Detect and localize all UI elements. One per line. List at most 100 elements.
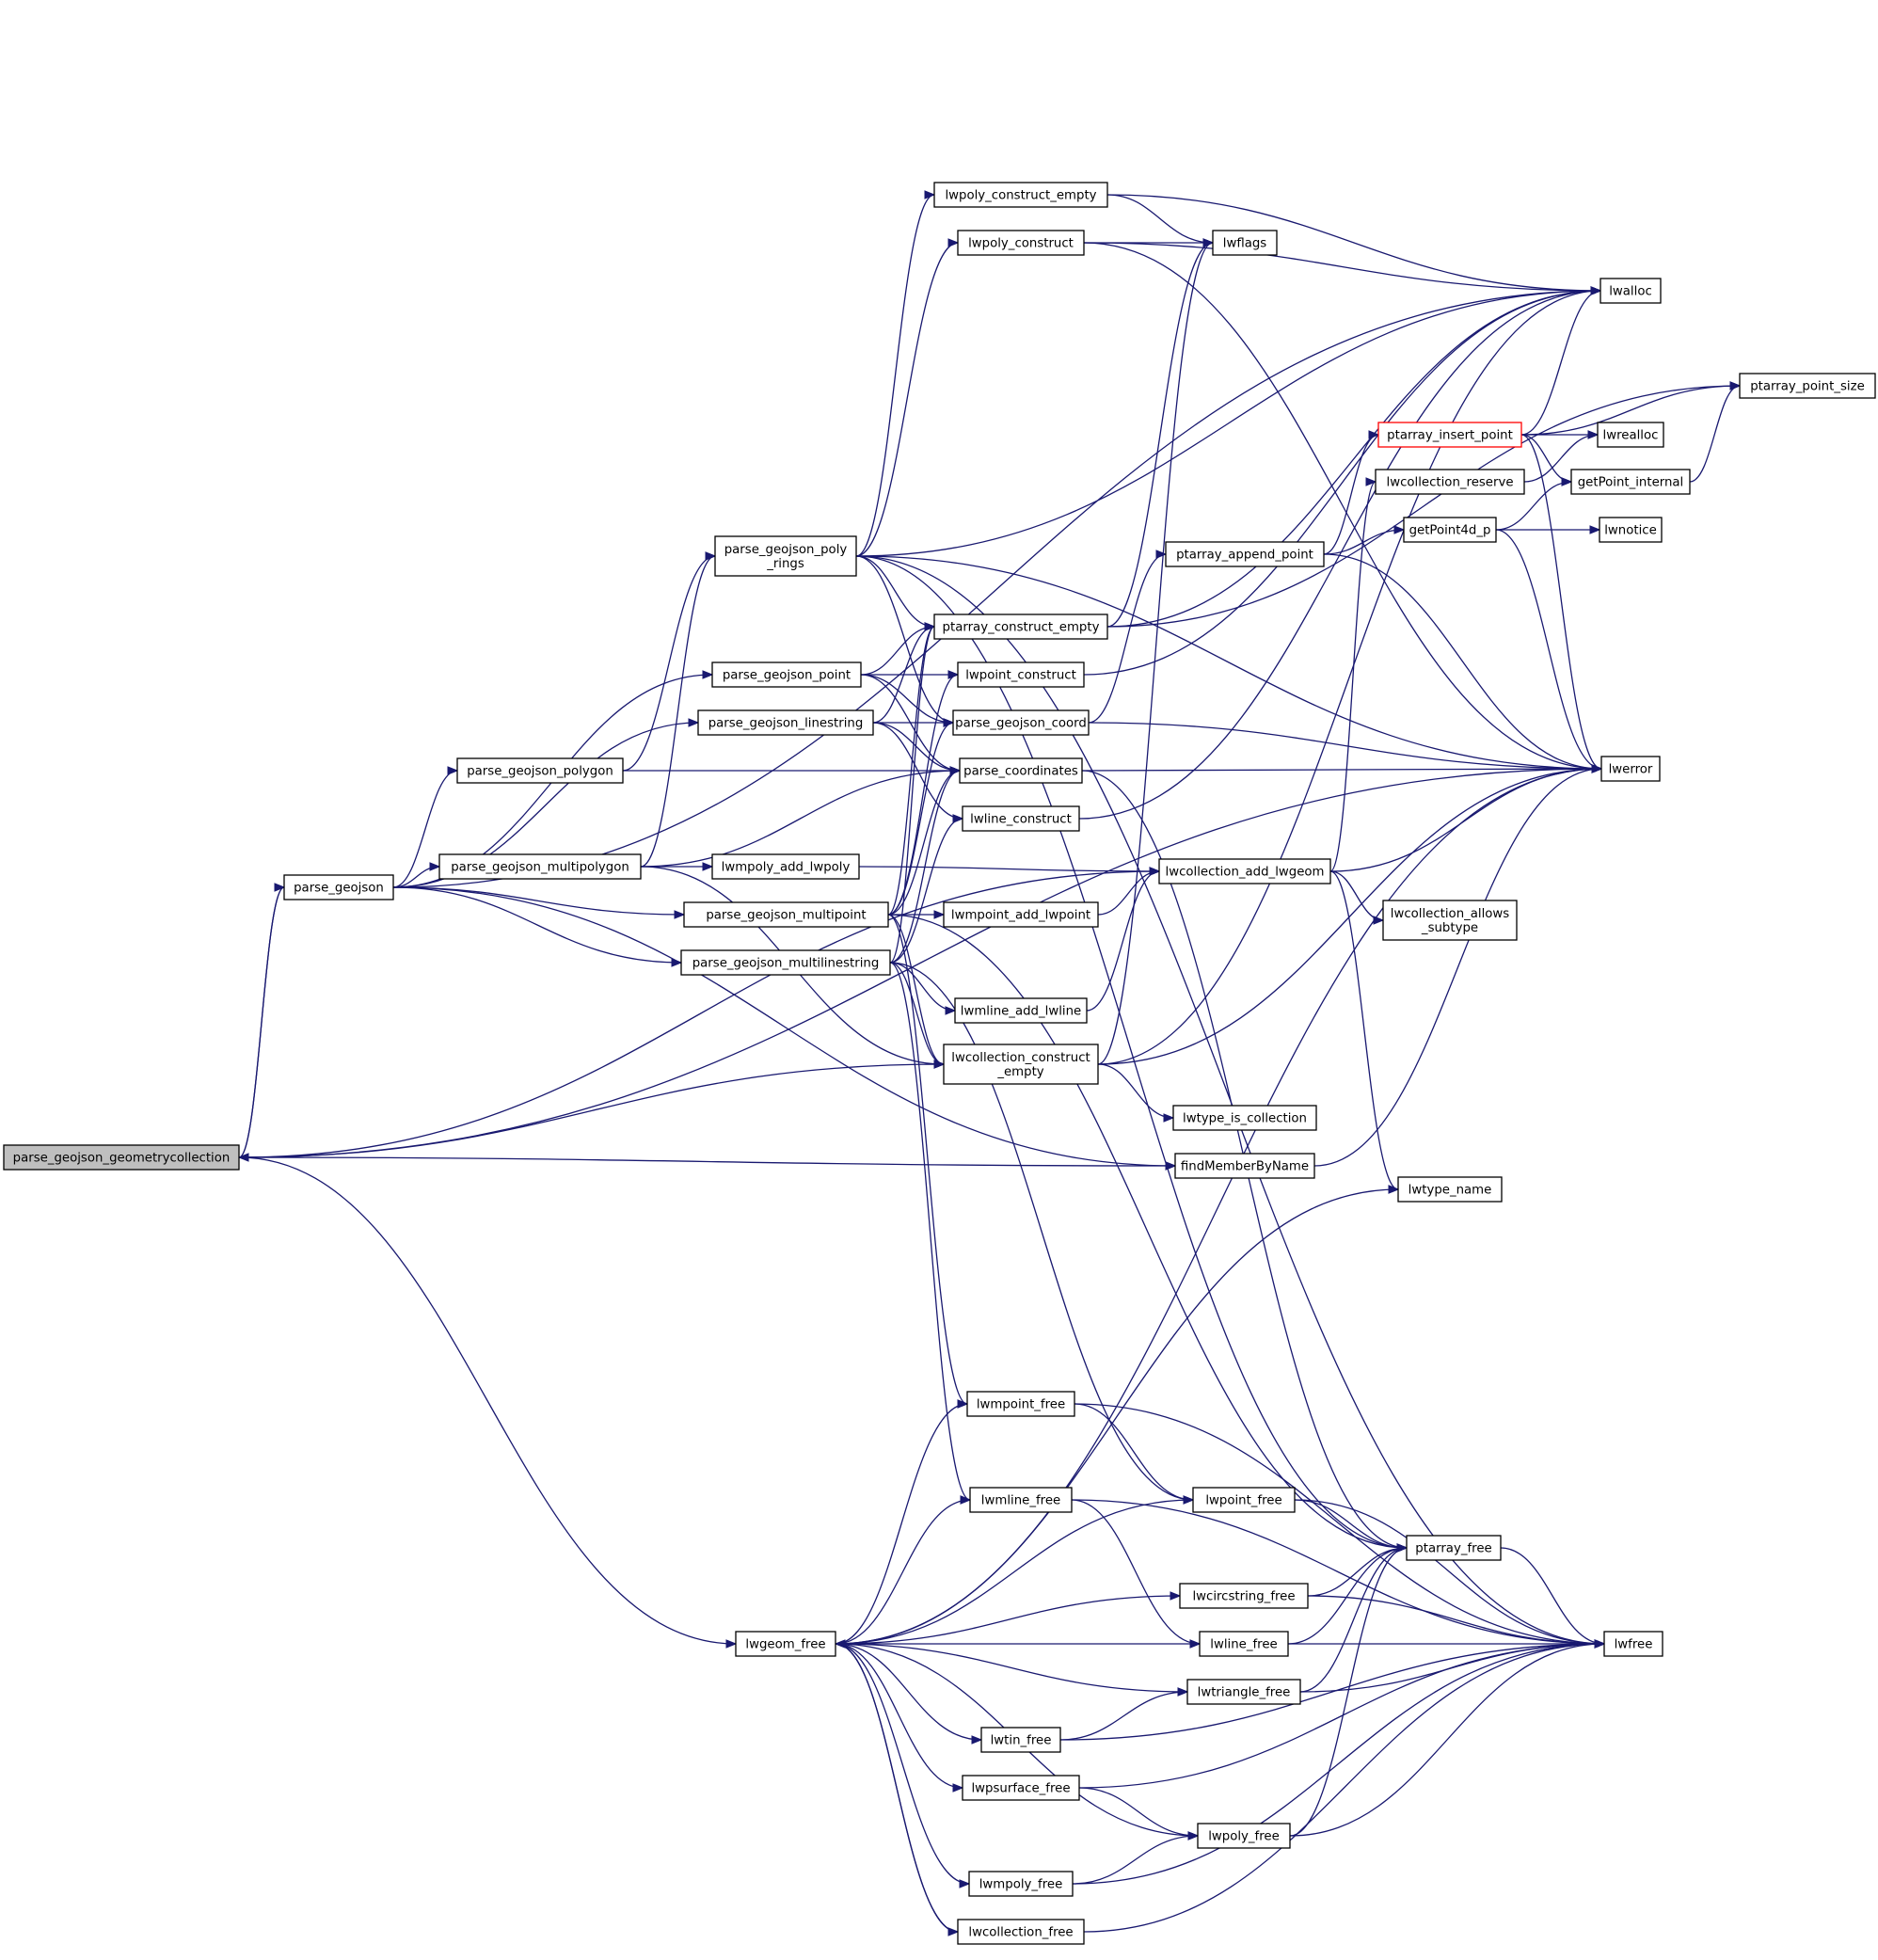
- edge-parse_geojson-to-pg_multipoint: [392, 886, 686, 919]
- edge-line: [1071, 1499, 1605, 1645]
- node-ptarray-append-point[interactable]: ptarray_append_point: [1165, 541, 1325, 567]
- node-box: [1186, 1679, 1301, 1705]
- node-lwpoly-construct-empty[interactable]: lwpoly_construct_empty: [933, 182, 1108, 208]
- edge-line: [1307, 1595, 1605, 1645]
- node-lwmpoint-add-lwpoint[interactable]: lwmpoint_add_lwpoint: [943, 901, 1099, 928]
- node-label: lwtriangle_free: [1198, 1686, 1291, 1700]
- node-lwmpoint-free[interactable]: lwmpoint_free: [966, 1391, 1075, 1417]
- node-lwfree[interactable]: lwfree: [1603, 1631, 1663, 1657]
- edge-line: [855, 555, 1408, 1549]
- node-label: lwcollection_free: [968, 1926, 1073, 1940]
- node-label: lwmline_add_lwline: [961, 1005, 1081, 1019]
- edge-line: [238, 1156, 1176, 1167]
- node-lwcollection-construct-empty[interactable]: lwcollection_construct_empty: [943, 1044, 1099, 1085]
- edge-line: [1059, 1691, 1188, 1741]
- edge-poly_rings-to-ptarray_free: [855, 555, 1408, 1553]
- node-poly-rings[interactable]: parse_geojson_poly_rings: [714, 535, 857, 577]
- edge-lwcollection_add_lwgeom-to-lwerror: [1329, 764, 1603, 872]
- node-pg-multipolygon[interactable]: parse_geojson_multipolygon: [438, 853, 642, 880]
- node-lwerror[interactable]: lwerror: [1600, 756, 1661, 782]
- arrowhead-icon: [702, 670, 714, 679]
- node-pg-point[interactable]: parse_geojson_point: [711, 661, 862, 688]
- node-getPoint4d-p[interactable]: getPoint4d_p: [1403, 517, 1497, 543]
- node-lwmline-add-lwline[interactable]: lwmline_add_lwline: [954, 997, 1088, 1024]
- node-lwgeom-free[interactable]: lwgeom_free: [735, 1631, 836, 1657]
- edge-parse_geojson-to-pg_multilinestring: [392, 886, 683, 967]
- edge-pg_multipoint-to-lwcollection_construct_empty: [887, 914, 946, 1069]
- node-lwline-construct[interactable]: lwline_construct: [962, 805, 1080, 832]
- node-lwmline-free[interactable]: lwmline_free: [969, 1487, 1073, 1513]
- node-lwflags[interactable]: lwflags: [1212, 230, 1278, 256]
- node-lwpoly-construct[interactable]: lwpoly_construct: [957, 230, 1085, 256]
- edge-line: [622, 555, 716, 772]
- node-lwtype-name[interactable]: lwtype_name: [1397, 1176, 1503, 1203]
- edge-line: [835, 1595, 1181, 1645]
- edge-pg_multipoint-to-pg_coord: [887, 718, 955, 916]
- node-box: [1197, 1823, 1291, 1849]
- node-findMemberByName[interactable]: findMemberByName: [1174, 1153, 1315, 1179]
- node-ptarray-point-size[interactable]: ptarray_point_size: [1739, 373, 1876, 399]
- node-getPoint-internal[interactable]: getPoint_internal: [1570, 469, 1691, 495]
- edge-lwmpoly_free-to-lwpoly_free: [1072, 1831, 1200, 1885]
- node-box: [1179, 1583, 1309, 1609]
- node-box: [957, 230, 1085, 256]
- edge-poly_rings-to-lwpoly_construct: [855, 238, 960, 557]
- edge-line: [860, 626, 935, 676]
- node-ptarray-construct-empty[interactable]: ptarray_construct_empty: [933, 613, 1108, 640]
- node-pg-linestring[interactable]: parse_geojson_linestring: [697, 709, 874, 736]
- edge-parse_geojson-to-pg_multipolygon: [392, 862, 441, 888]
- edge-line: [887, 722, 954, 916]
- edge-root-to-lwgeom_free: [238, 1156, 738, 1649]
- node-label: lwerror: [1609, 763, 1653, 777]
- arrowhead-icon: [1163, 1113, 1175, 1123]
- node-lwmpoly-free[interactable]: lwmpoly_free: [968, 1871, 1074, 1897]
- node-lwline-free[interactable]: lwline_free: [1199, 1631, 1289, 1657]
- edge-line: [1097, 768, 1602, 1065]
- node-box: [966, 1391, 1075, 1417]
- edge-line: [392, 886, 1176, 1167]
- edge-poly_rings-to-ptarray_construct_empty: [855, 555, 936, 631]
- node-parse-coordinates[interactable]: parse_coordinates: [959, 757, 1083, 784]
- node-lwalloc[interactable]: lwalloc: [1599, 278, 1662, 304]
- arrowhead-icon: [1368, 430, 1380, 439]
- node-lwcollection-allows-subtype[interactable]: lwcollection_allows_subtype: [1382, 900, 1518, 941]
- node-lwpoly-free[interactable]: lwpoly_free: [1197, 1823, 1291, 1849]
- node-pg-multipoint[interactable]: parse_geojson_multipoint: [683, 901, 889, 928]
- node-ptarray-free[interactable]: ptarray_free: [1406, 1535, 1502, 1561]
- node-lwpsurface-free[interactable]: lwpsurface_free: [962, 1775, 1080, 1801]
- node-lwcollection-add-lwgeom[interactable]: lwcollection_add_lwgeom: [1158, 858, 1331, 884]
- node-pg-polygon[interactable]: parse_geojson_polygon: [456, 757, 624, 784]
- node-lwpoint-free[interactable]: lwpoint_free: [1192, 1487, 1296, 1513]
- edge-ptarray_append_point-to-getPoint4d_p: [1323, 525, 1406, 555]
- node-lwrealloc[interactable]: lwrealloc: [1597, 422, 1664, 448]
- edge-ptarray_construct_empty-to-ptarray_point_size: [1106, 381, 1742, 628]
- edge-line: [1097, 1063, 1174, 1119]
- node-box: [969, 1487, 1073, 1513]
- node-parse-geojson[interactable]: parse_geojson: [283, 874, 394, 900]
- edge-line: [858, 866, 1160, 872]
- node-box: [1599, 278, 1662, 304]
- node-label: lwtin_free: [991, 1734, 1052, 1748]
- node-pg-coord[interactable]: parse_geojson_coord: [952, 709, 1090, 736]
- node-label: parse_geojson_poly: [724, 543, 848, 557]
- node-box: [1739, 373, 1876, 399]
- edge-line: [238, 870, 1160, 1158]
- edge-pg_multilinestring-to-lwline_construct: [889, 814, 964, 964]
- node-pg-multilinestring[interactable]: parse_geojson_multilinestring: [680, 949, 891, 976]
- node-box: [1165, 541, 1325, 567]
- node-lwpoint-construct[interactable]: lwpoint_construct: [957, 661, 1085, 688]
- node-lwtriangle-free[interactable]: lwtriangle_free: [1186, 1679, 1301, 1705]
- node-lwtin-free[interactable]: lwtin_free: [980, 1727, 1061, 1753]
- node-box: [1172, 1105, 1317, 1131]
- node-ptarray-insert-point[interactable]: ptarray_insert_point: [1377, 422, 1522, 448]
- node-lwmpoly-add-lwpoly[interactable]: lwmpoly_add_lwpoly: [711, 853, 860, 880]
- edge-line: [835, 1499, 971, 1645]
- edge-line: [1072, 1643, 1605, 1885]
- node-lwcollection-free[interactable]: lwcollection_free: [957, 1919, 1085, 1945]
- node-lwnotice[interactable]: lwnotice: [1599, 517, 1663, 543]
- node-lwcollection-reserve[interactable]: lwcollection_reserve: [1375, 469, 1525, 495]
- arrowhead-icon: [933, 910, 946, 919]
- node-lwtype-is-collection[interactable]: lwtype_is_collection: [1172, 1105, 1317, 1131]
- node-box: [1599, 517, 1663, 543]
- node-lwcircstring-free[interactable]: lwcircstring_free: [1179, 1583, 1309, 1609]
